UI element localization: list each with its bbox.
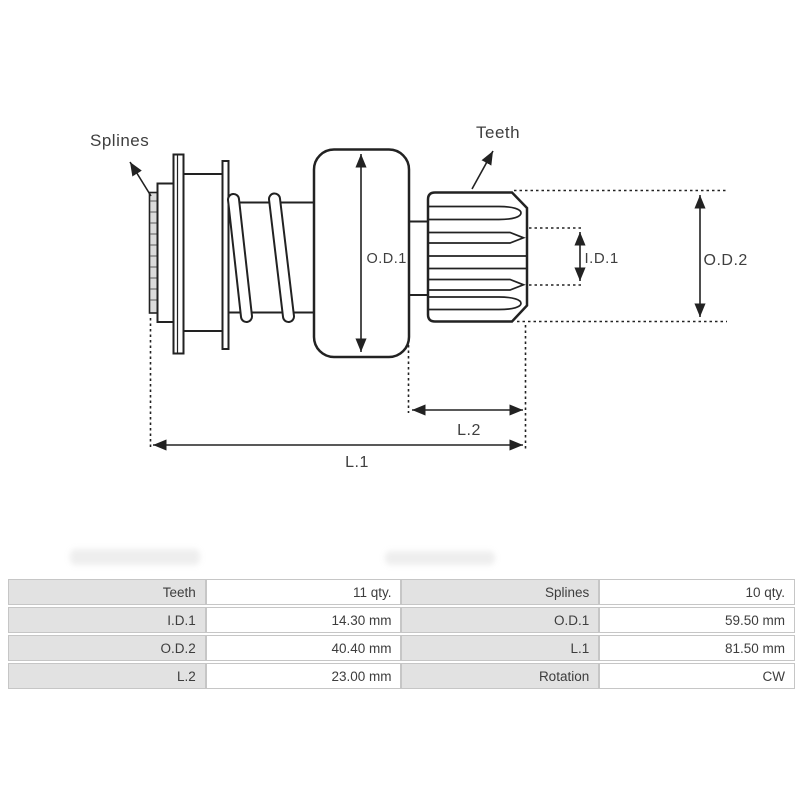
od1-label: O.D.1 xyxy=(367,251,407,267)
od1-dimension: O.D.1 xyxy=(355,154,407,352)
collar-cylinder xyxy=(156,182,176,323)
spec-row: Teeth 11 qty. Splines 10 qty. xyxy=(8,579,795,605)
spec-label-cell: L.2 xyxy=(8,663,206,689)
pinion-teeth-lines xyxy=(429,205,527,311)
spec-value-cell: CW xyxy=(599,663,795,689)
teeth-leader-arrow xyxy=(471,150,494,190)
spring-coil-2 xyxy=(268,192,295,323)
spec-table: Teeth 11 qty. Splines 10 qty. I.D.1 14.3… xyxy=(8,577,795,691)
l2-label: L.2 xyxy=(457,422,481,439)
watermark-artifact xyxy=(385,551,495,565)
spec-label-cell: Splines xyxy=(401,579,600,605)
spec-label-cell: O.D.2 xyxy=(8,635,206,661)
teeth-label: Teeth xyxy=(476,123,520,142)
spec-label-cell: Rotation xyxy=(401,663,600,689)
pinion-shaft xyxy=(409,220,429,296)
od2-dimension: O.D.2 xyxy=(514,189,748,323)
l1-dimension: L.1 xyxy=(153,439,523,471)
spec-row: I.D.1 14.30 mm O.D.1 59.50 mm xyxy=(8,607,795,633)
spec-row: O.D.2 40.40 mm L.1 81.50 mm xyxy=(8,635,795,661)
teeth-callout: Teeth xyxy=(471,123,520,190)
spec-value-cell: 11 qty. xyxy=(205,579,402,605)
spring-coil-1 xyxy=(227,193,253,323)
spec-value-cell: 59.50 mm xyxy=(599,607,795,633)
l1-label: L.1 xyxy=(345,454,369,471)
od2-label: O.D.2 xyxy=(704,252,748,269)
spec-label-cell: I.D.1 xyxy=(8,607,206,633)
spec-label-cell: L.1 xyxy=(401,635,600,661)
drive-assembly xyxy=(148,148,529,359)
spec-value-cell: 40.40 mm xyxy=(205,635,402,661)
body-cylinder xyxy=(182,173,224,332)
watermark-artifact xyxy=(70,549,200,565)
spec-row: L.2 23.00 mm Rotation CW xyxy=(8,663,795,689)
splines-label: Splines xyxy=(90,131,149,150)
id1-dimension: I.D.1 xyxy=(529,227,619,286)
spec-value-cell: 14.30 mm xyxy=(205,607,402,633)
extension-lines xyxy=(149,318,527,450)
splines-callout: Splines xyxy=(90,131,152,197)
spec-value-cell: 23.00 mm xyxy=(205,663,402,689)
spec-label-cell: O.D.1 xyxy=(401,607,600,633)
splines-leader-arrow xyxy=(129,161,152,197)
l2-dimension: L.2 xyxy=(412,404,523,439)
spec-label-cell: Teeth xyxy=(8,579,206,605)
id1-label: I.D.1 xyxy=(585,250,619,267)
flange-plate-1 xyxy=(172,153,185,355)
flange-plate-2 xyxy=(221,160,230,350)
starter-drive-diagram: Splines Teeth O.D.1 O.D.2 xyxy=(90,123,748,471)
spec-value-cell: 10 qty. xyxy=(599,579,795,605)
spec-value-cell: 81.50 mm xyxy=(599,635,795,661)
pinion-gear xyxy=(426,191,529,323)
